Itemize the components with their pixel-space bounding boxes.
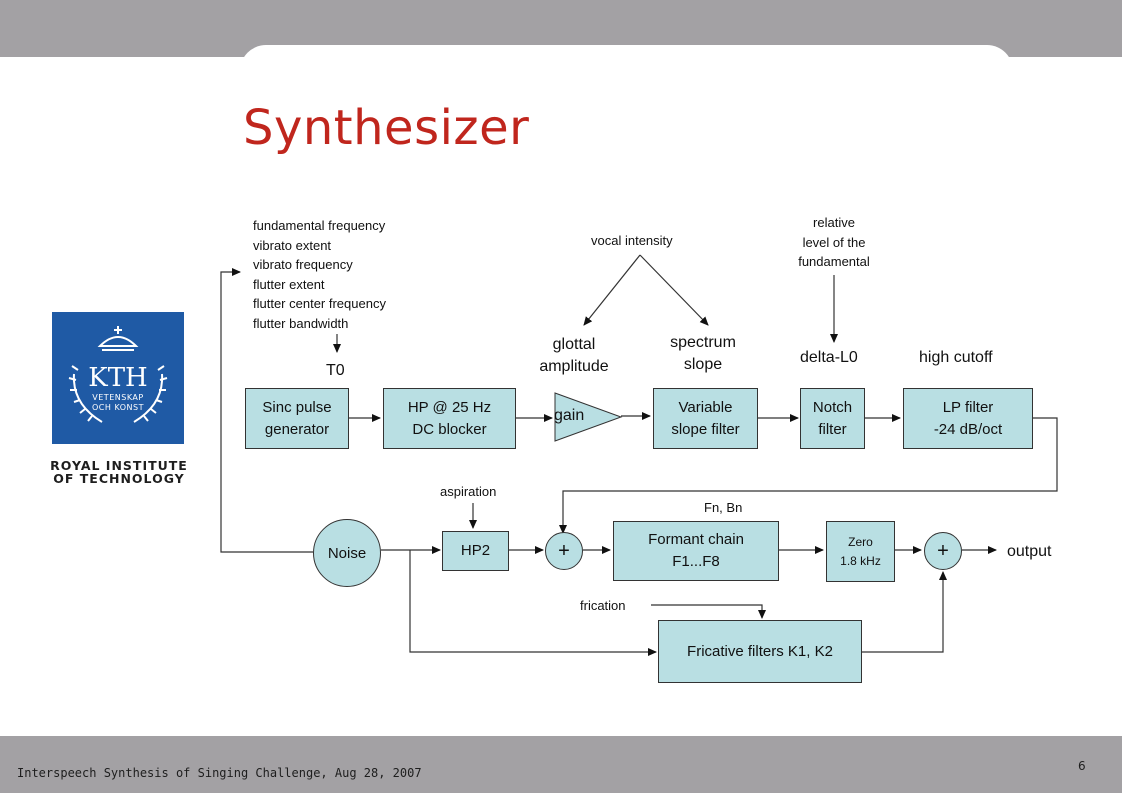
hp2-block: HP2 — [442, 531, 509, 571]
gain-triangle — [554, 392, 623, 442]
noise-source: Noise — [313, 519, 381, 587]
hp-dc-blocker-block: HP @ 25 Hz DC blocker — [383, 388, 516, 449]
kth-crest-icon: KTH VETENSKAP OCH KONST — [68, 326, 168, 423]
page-number: 6 — [1078, 759, 1086, 773]
t0-label: T0 — [326, 362, 345, 379]
summing-junction-1: + — [545, 532, 583, 570]
glottal-amplitude-label: glottal amplitude — [539, 336, 609, 375]
lp-filter-block: LP filter -24 dB/oct — [903, 388, 1033, 449]
slide-title: Synthesizer — [243, 100, 530, 156]
logo-subtitle: ROYAL INSTITUTE OF TECHNOLOGY — [50, 458, 188, 486]
bottom-band — [0, 736, 1122, 793]
fricative-filters-block: Fricative filters K1, K2 — [658, 620, 862, 683]
zero-filter-block: Zero 1.8 kHz — [826, 521, 895, 582]
variable-slope-filter-block: Variable slope filter — [653, 388, 758, 449]
kth-logo: KTH VETENSKAP OCH KONST — [52, 312, 184, 444]
fn-bn-label: Fn, Bn — [704, 500, 743, 515]
sinc-pulse-generator-block: Sinc pulse generator — [245, 388, 349, 449]
svg-text:OCH KONST: OCH KONST — [92, 403, 144, 412]
vocal-intensity-label: vocal intensity — [591, 233, 673, 248]
notch-filter-block: Notch filter — [800, 388, 865, 449]
spectrum-slope-label: spectrum slope — [670, 334, 736, 373]
gain-label: gain — [554, 407, 585, 424]
relative-level-label: relative level of the fundamental — [798, 215, 870, 269]
slide-panel — [240, 45, 1013, 751]
output-label: output — [1007, 543, 1052, 560]
footer-text: Interspeech Synthesis of Singing Challen… — [17, 766, 422, 780]
frication-label: frication — [580, 598, 626, 613]
aspiration-label: aspiration — [440, 484, 497, 499]
delta-l0-label: delta-L0 — [800, 349, 858, 366]
parameter-list: fundamental frequency vibrato extent vib… — [253, 218, 386, 331]
svg-text:VETENSKAP: VETENSKAP — [92, 393, 143, 402]
high-cutoff-label: high cutoff — [919, 349, 993, 366]
svg-text:KTH: KTH — [88, 363, 147, 393]
summing-junction-2: + — [924, 532, 962, 570]
formant-chain-block: Formant chain F1...F8 — [613, 521, 779, 581]
